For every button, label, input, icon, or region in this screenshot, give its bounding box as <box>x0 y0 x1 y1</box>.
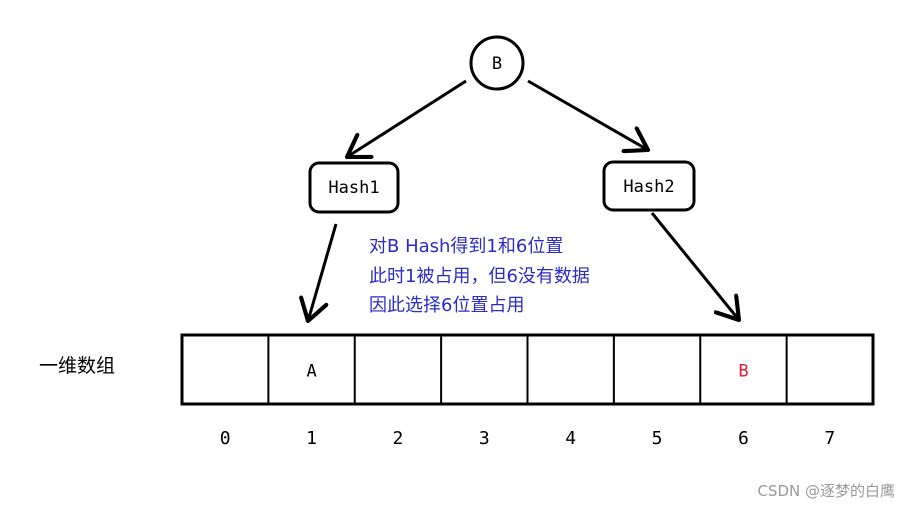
annotation-line-2: 此时1被占用，但6没有数据 <box>369 266 590 287</box>
arrow-root-to-hash2 <box>527 79 648 150</box>
array-cell-value-6: B <box>738 362 748 382</box>
hash1-box: Hash1 <box>308 161 400 214</box>
array-cell-value-1: A <box>306 362 316 382</box>
array-index-label-6: 6 <box>738 428 749 449</box>
array-index-label-0: 0 <box>220 428 231 449</box>
arrow-hash2-to-cell-6 <box>650 212 739 320</box>
array: 0 A 1 2 3 4 5 B 6 7 <box>180 333 875 449</box>
array-index-label-5: 5 <box>652 428 663 449</box>
annotation-line-1: 对B Hash得到1和6位置 <box>369 236 563 257</box>
array-index-label-2: 2 <box>393 428 404 449</box>
arrow-root-to-hash1 <box>347 79 467 157</box>
hash2-label: Hash2 <box>623 177 674 197</box>
arrow-hash1-to-cell-1 <box>308 223 338 321</box>
array-index-label-4: 4 <box>565 428 576 449</box>
root-node-label: B <box>492 54 502 74</box>
array-index-label-1: 1 <box>306 428 317 449</box>
watermark: CSDN @逐梦的白鹰 <box>757 482 895 500</box>
array-index-label-3: 3 <box>479 428 490 449</box>
annotation-line-3: 因此选择6位置占用 <box>369 295 524 316</box>
array-label: 一维数组 <box>39 355 115 377</box>
root-node: B <box>469 35 525 91</box>
hash1-label: Hash1 <box>328 178 379 198</box>
annotation: 对B Hash得到1和6位置 此时1被占用，但6没有数据 因此选择6位置占用 <box>369 236 590 316</box>
hash2-box: Hash2 <box>602 160 696 212</box>
array-index-label-7: 7 <box>824 428 835 449</box>
